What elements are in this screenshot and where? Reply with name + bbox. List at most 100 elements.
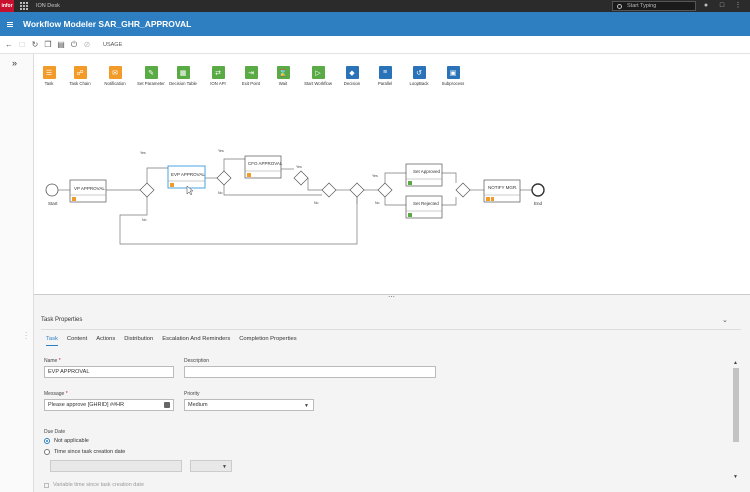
tab-content[interactable]: Content <box>66 336 88 342</box>
parallel-gateway-join[interactable] <box>455 182 471 198</box>
task-set-approved[interactable]: Set Approved <box>405 163 443 187</box>
scroll-down-icon[interactable]: ▼ <box>733 474 738 480</box>
palette-item-task-chain[interactable]: ☍Task Chain <box>62 66 98 86</box>
palette-item-set-parameter[interactable]: ✎Set Parameter <box>133 66 169 86</box>
palette-item-start-workflow[interactable]: ▷Start Workflow <box>300 66 336 86</box>
collapsed-sidebar: » ... <box>0 54 34 492</box>
app-grid-icon[interactable] <box>20 2 28 10</box>
task-vp-approval[interactable]: VP APPROVAL <box>69 179 107 203</box>
palette-item-decision-table[interactable]: ▦Decision Table <box>165 66 201 86</box>
task-evp-approval[interactable]: EVP APPROVAL <box>167 165 206 196</box>
properties-tabs: Task Content Actions Distribution Escalation… <box>46 336 306 346</box>
splitter-grip-icon[interactable]: ⋯ <box>388 294 395 301</box>
svg-text:NOTIFY MGR.: NOTIFY MGR. <box>488 185 517 190</box>
description-input[interactable] <box>184 366 436 378</box>
palette-item-label: Exit Point <box>241 81 261 86</box>
palette-item-decision[interactable]: ◆Decision <box>334 66 370 86</box>
radio-time-since-label: Time since task creation date <box>54 449 126 455</box>
palette-item-task[interactable]: ☰Task <box>31 66 67 86</box>
svg-text:Set Rejected: Set Rejected <box>413 201 439 206</box>
chat-icon[interactable]: □ <box>719 2 725 9</box>
priority-select[interactable]: Medium ▼ <box>184 399 314 411</box>
subprocess-icon: ▣ <box>446 66 460 79</box>
edge-label-yes-1: Yes <box>140 151 146 155</box>
name-label: Name * <box>44 358 61 364</box>
palette-item-subprocess[interactable]: ▣Subprocess <box>435 66 471 86</box>
exit-icon: ⇥ <box>244 66 258 79</box>
more-options-icon[interactable]: ⋮ <box>734 2 742 9</box>
message-input[interactable]: Please approve [GHRID] ##HR <box>44 399 174 411</box>
menu-icon[interactable] <box>7 21 13 27</box>
name-input[interactable]: EVP APPROVAL <box>44 366 174 378</box>
scroll-thumb[interactable] <box>733 368 739 442</box>
usage-button[interactable]: USAGE <box>103 41 123 48</box>
properties-scrollbar[interactable]: ▲ ▼ <box>732 360 740 492</box>
palette-item-exit-point[interactable]: ⇥ Exit Point <box>233 66 269 86</box>
edge-label-yes-3: Yes <box>296 165 302 169</box>
workflow-canvas[interactable]: Start End VP APPROVAL EVP APPROVAL <box>34 94 750 294</box>
infor-logo[interactable]: infor <box>0 0 14 12</box>
time-amount-input[interactable] <box>50 460 182 472</box>
chevron-down-icon: ▼ <box>304 403 309 409</box>
decision-gateway-4[interactable] <box>321 182 337 198</box>
palette-item-label: Decision Table <box>169 81 197 86</box>
node-palette: ☰Task☍Task Chain✉Notification✎Set Parame… <box>34 54 750 94</box>
palette-item-ion-api[interactable]: ⇄ION API <box>200 66 236 86</box>
start-event[interactable] <box>45 183 59 197</box>
back-arrow-icon[interactable]: ← <box>5 39 13 49</box>
radio-not-applicable[interactable]: Not applicable <box>44 438 89 444</box>
decision-gateway-1[interactable] <box>139 182 155 198</box>
radio-unchecked-icon <box>44 449 50 455</box>
panel-splitter[interactable]: ⋯ <box>34 294 750 302</box>
palette-item-notification[interactable]: ✉Notification <box>97 66 133 86</box>
tab-distribution[interactable]: Distribution <box>124 336 154 342</box>
tab-completion-properties[interactable]: Completion Properties <box>239 336 297 342</box>
global-search-input[interactable]: Start Typing <box>612 1 696 11</box>
end-event[interactable] <box>531 183 545 197</box>
decision-gateway-6[interactable] <box>377 182 393 198</box>
task-cfo-approval[interactable]: CFO APPROVAL <box>244 155 283 179</box>
stop-icon[interactable]: ⊘ <box>83 39 91 49</box>
radio-time-since-creation[interactable]: Time since task creation date <box>44 449 125 455</box>
task-set-rejected[interactable]: Set Rejected <box>405 195 443 219</box>
stack-icon: ☰ <box>42 66 56 79</box>
tab-task[interactable]: Task <box>46 336 58 346</box>
edge-label-no-3: No <box>314 201 319 205</box>
resize-grip-icon[interactable]: ... <box>25 326 28 341</box>
refresh-icon[interactable]: ↻ <box>31 39 39 49</box>
tab-actions[interactable]: Actions <box>96 336 116 342</box>
page-title: Workflow Modeler SAR_GHR_APPROVAL <box>23 19 192 29</box>
palette-item-label: Task Chain <box>69 81 91 86</box>
svg-text:CFO APPROVAL: CFO APPROVAL <box>248 161 283 166</box>
power-icon[interactable]: ⏻ <box>70 39 78 49</box>
scroll-up-icon[interactable]: ▲ <box>733 360 738 366</box>
palette-item-wait[interactable]: ⌛Wait <box>265 66 301 86</box>
system-bar: infor ION Desk Start Typing ● □ ⋮ <box>0 0 750 12</box>
task-notify-mgr[interactable]: NOTIFY MGR. <box>483 179 521 203</box>
toolbar: ← □ ↻ ❐ ▤ ⏻ ⊘ USAGE <box>0 36 750 54</box>
due-date-label: Due Date <box>44 429 66 435</box>
time-unit-select[interactable]: ▼ <box>190 460 232 472</box>
decision-icon: ◆ <box>345 66 359 79</box>
palette-item-loopback[interactable]: ↺LoopBack <box>401 66 437 86</box>
variable-time-option[interactable]: Variable time since task creation date <box>44 482 144 488</box>
decision-gateway-2[interactable] <box>216 170 232 186</box>
decision-gateway-5[interactable] <box>349 182 365 198</box>
radio-not-applicable-label: Not applicable <box>54 438 89 444</box>
app-name: ION Desk <box>36 3 60 9</box>
priority-label: Priority <box>184 391 200 397</box>
palette-item-label: Parallel <box>377 81 393 86</box>
chevron-down-icon: ▼ <box>222 464 227 470</box>
save-icon[interactable]: □ <box>19 39 25 49</box>
copy-icon[interactable]: ❐ <box>44 39 52 49</box>
palette-item-parallel[interactable]: ≡Parallel <box>367 66 403 86</box>
tab-escalation-and-reminders[interactable]: Escalation And Reminders <box>162 336 231 342</box>
decision-gateway-3[interactable] <box>293 170 309 186</box>
collapse-chevron-icon[interactable]: ⌄ <box>722 317 728 324</box>
export-icon[interactable]: ▤ <box>57 39 65 49</box>
palette-item-label: Notification <box>104 81 126 86</box>
expand-sidebar-icon[interactable]: » <box>12 58 18 68</box>
variable-picker-icon[interactable] <box>164 402 170 408</box>
user-icon[interactable]: ● <box>703 2 709 9</box>
divider <box>41 329 741 330</box>
